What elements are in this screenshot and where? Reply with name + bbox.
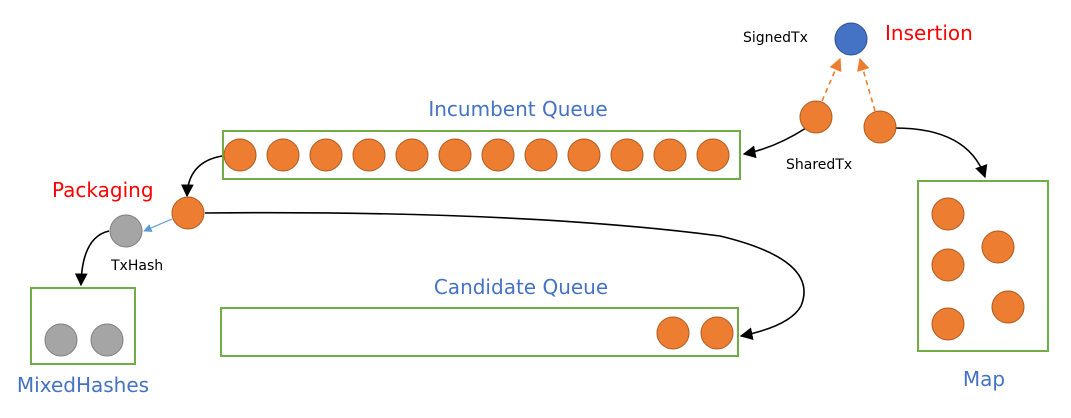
- map-items: [931, 197, 1025, 341]
- shared-tx-node-right: [863, 110, 897, 144]
- incumbent-queue-item: [223, 138, 257, 172]
- incumbent-queue-item: [481, 138, 515, 172]
- packaging-label: Packaging: [52, 178, 154, 202]
- mixed-hashes-box: [30, 287, 136, 365]
- tx-hash-node: [109, 214, 143, 248]
- mixed-hash-item: [90, 323, 124, 357]
- map-item: [981, 230, 1015, 264]
- tx-hash-to-mixed-hashes-arrow: [74, 230, 110, 287]
- incumbent-queue-items: [223, 138, 730, 172]
- map-label: Map: [963, 367, 1005, 391]
- map-item: [931, 248, 965, 282]
- map-item: [991, 290, 1025, 324]
- shared-tx-label: SharedTx: [786, 157, 852, 173]
- incumbent-queue-item: [610, 138, 644, 172]
- map-item: [931, 307, 965, 341]
- incumbent-queue-item: [352, 138, 386, 172]
- incumbent-queue-item: [395, 138, 429, 172]
- map-item: [931, 197, 965, 231]
- incumbent-queue-item: [438, 138, 472, 172]
- incumbent-queue-item: [653, 138, 687, 172]
- incumbent-queue-to-packaging-arrow: [180, 155, 223, 198]
- candidate-queue-label: Candidate Queue: [434, 275, 608, 299]
- incumbent-queue-item: [696, 138, 730, 172]
- tx-hash-label: TxHash: [110, 258, 163, 274]
- mixed-hashes-items: [44, 323, 124, 357]
- insertion-label: Insertion: [885, 21, 973, 45]
- incumbent-queue-item: [524, 138, 558, 172]
- signed-tx-node: [834, 22, 868, 56]
- packaging-to-tx-hash-arrow: [143, 218, 173, 232]
- shared-tx-node-left: [799, 100, 833, 134]
- incumbent-queue-item: [567, 138, 601, 172]
- shared-tx-to-signed-tx-arrow-left: [821, 57, 842, 102]
- packaging-to-candidate-queue-arrow: [204, 211, 805, 340]
- incumbent-queue-label: Incumbent Queue: [428, 97, 607, 121]
- shared-tx-to-map-arrow: [894, 127, 988, 179]
- candidate-queue-item: [700, 316, 734, 350]
- candidate-queue-item: [656, 316, 690, 350]
- shared-tx-to-signed-tx-arrow-right: [857, 57, 876, 112]
- incumbent-queue-item: [266, 138, 300, 172]
- mixed-hashes-label: MixedHashes: [17, 373, 149, 397]
- candidate-queue-box: [220, 307, 739, 357]
- candidate-queue-items: [656, 316, 734, 350]
- signed-tx-label: SignedTx: [743, 30, 808, 46]
- mixed-hash-item: [44, 323, 78, 357]
- incumbent-queue-item: [309, 138, 343, 172]
- shared-tx-to-incumbent-queue-arrow: [742, 127, 807, 159]
- packaging-tx-node: [171, 196, 205, 230]
